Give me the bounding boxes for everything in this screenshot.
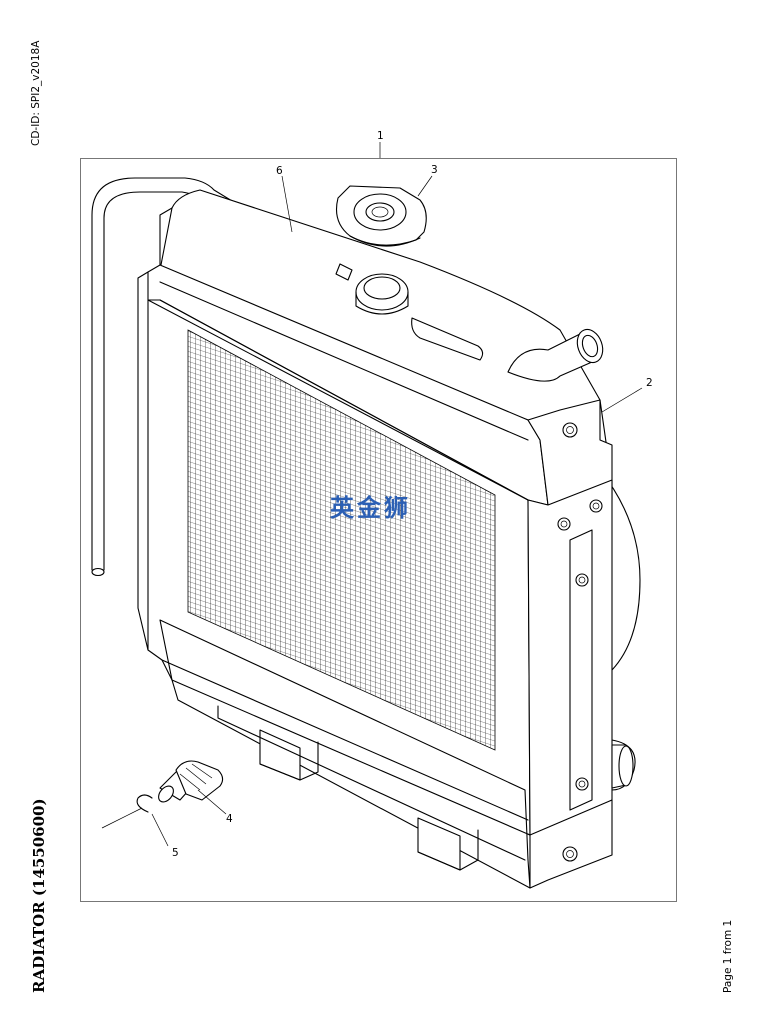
callout-2: 2 — [646, 377, 653, 389]
filler-neck — [335, 263, 484, 361]
radiator-cap — [335, 185, 427, 247]
callout-5: 5 — [172, 847, 179, 859]
callout-1: 1 — [377, 130, 384, 142]
mounting-feet — [217, 705, 526, 871]
callout-3: 3 — [431, 164, 438, 176]
radiator-body — [137, 189, 613, 889]
leader-lines — [101, 142, 643, 847]
upper-outlet-pipe — [507, 328, 604, 382]
drawing-frame — [80, 158, 677, 902]
drain-plug — [158, 760, 224, 803]
callout-4: 4 — [226, 813, 233, 825]
watermark: 英金狮 — [330, 494, 411, 522]
callout-6: 6 — [276, 165, 283, 177]
lower-outlet-pipe — [611, 744, 634, 789]
bracket-bolts — [557, 422, 603, 862]
